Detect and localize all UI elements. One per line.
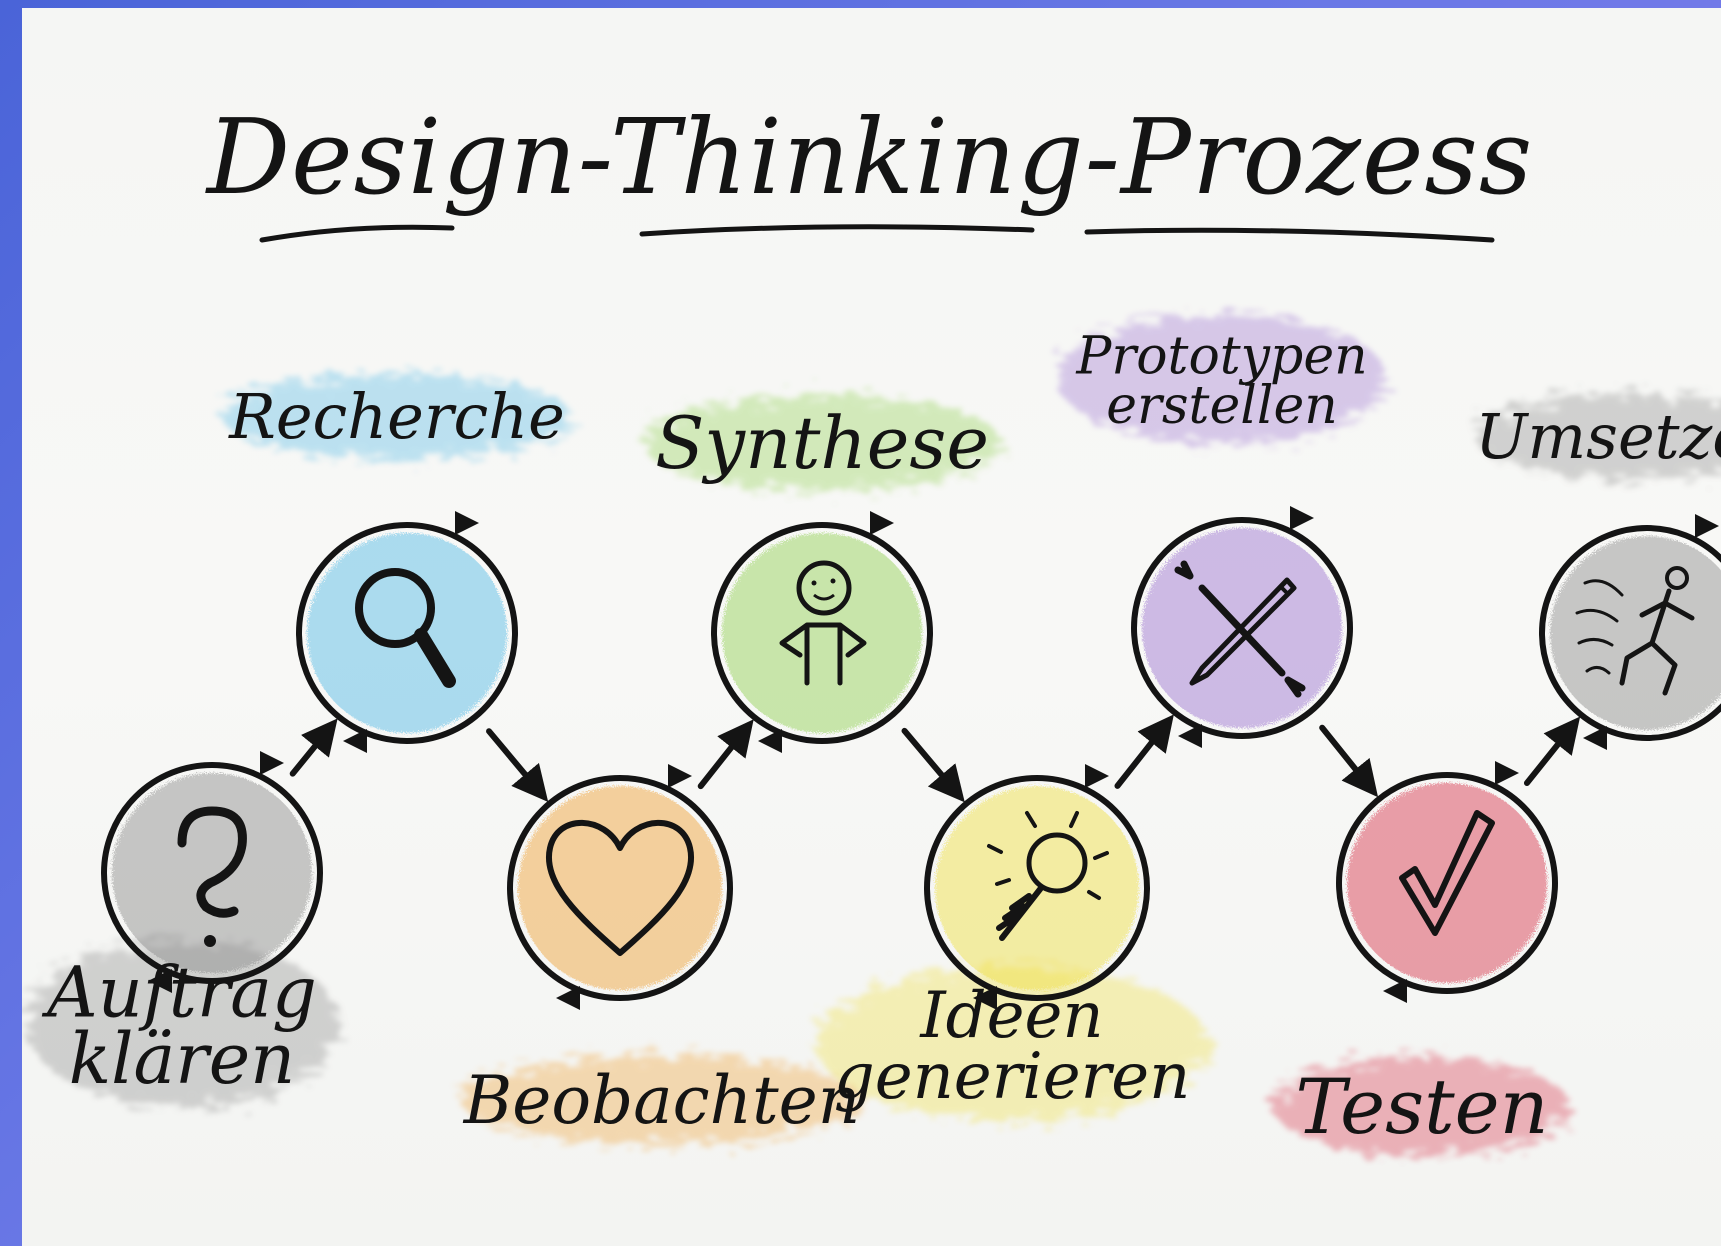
step-0-label-line: klären: [69, 1018, 296, 1100]
step-7-ring: [1539, 525, 1721, 741]
checkmark-icon: [1399, 810, 1495, 936]
step-0-label-line: Auftrag: [41, 952, 317, 1034]
step-1-label-line: Recherche: [228, 380, 565, 453]
step-3-cycle-arrow-bottom: [758, 729, 782, 753]
arrow-3-to-4: [901, 727, 965, 803]
lightbulb-icon: [987, 811, 1109, 941]
step-0-node: [101, 751, 323, 993]
step-7-cycle-arrow-top: [1695, 514, 1719, 538]
step-3-node: [711, 511, 933, 753]
step-3-cycle-arrow-top: [870, 511, 894, 535]
arrow-0-to-1: [289, 718, 338, 777]
step-1-cycle-arrow-bottom: [343, 729, 367, 753]
step-5-label-line: Prototypen: [1075, 327, 1367, 387]
step-1-cycle-arrow-top: [455, 511, 479, 535]
step-7-fill: [1550, 536, 1721, 730]
step-4-fill: [935, 786, 1139, 990]
step-5-label-highlight: [1056, 314, 1388, 444]
label-highlights: [24, 314, 1721, 1157]
step-0-cycle-arrow-top: [260, 751, 284, 775]
step-5-cycle-arrow-bottom: [1178, 724, 1202, 748]
step-6-node: [1336, 761, 1558, 1003]
step-5-label-line: erstellen: [1106, 376, 1338, 436]
step-0-ring: [101, 762, 323, 984]
step-7-label-line: Umsetzen: [1475, 400, 1721, 473]
step-6-cycle-arrow-top: [1495, 761, 1519, 785]
step-3-fill: [722, 533, 922, 733]
step-2-node: [507, 764, 733, 1010]
pencil-wrench-icon: [1174, 560, 1306, 698]
arrow-5-to-6: [1319, 724, 1379, 798]
arrow-6-to-7: [1523, 716, 1581, 787]
question-mark-icon: [177, 806, 247, 947]
step-2-label-highlight: [460, 1055, 864, 1145]
step-3-label-highlight: [642, 395, 1002, 491]
step-5-cycle-arrow-top: [1290, 506, 1314, 530]
step-4-cycle-arrow-top: [1085, 764, 1109, 788]
process-steps: [101, 506, 1721, 1010]
step-4-cycle-arrow-bottom: [973, 986, 997, 1010]
step-1-node: [296, 511, 518, 753]
step-4-ring: [924, 775, 1150, 1001]
step-1-label-highlight: [221, 373, 573, 459]
magnifier-icon: [355, 568, 456, 688]
step-2-label-line: Beobachten: [463, 1062, 860, 1139]
step-2-label: Beobachten: [463, 1062, 860, 1139]
step-2-cycle-arrow-bottom: [556, 986, 580, 1010]
step-1-ring: [296, 522, 518, 744]
step-5-node: [1131, 506, 1353, 748]
step-5-ring: [1131, 517, 1353, 739]
step-2-fill: [518, 786, 722, 990]
step-6-cycle-arrow-bottom: [1383, 979, 1407, 1003]
step-3-ring: [711, 522, 933, 744]
step-4-label-line: generieren: [834, 1040, 1191, 1114]
step-1-fill: [307, 533, 507, 733]
step-7-node: [1539, 514, 1721, 750]
arrow-1-to-2: [486, 728, 549, 803]
step-4-label-line: Ideen: [919, 979, 1103, 1053]
step-1-label: Recherche: [228, 380, 565, 453]
step-2-ring: [507, 775, 733, 1001]
step-6-label-highlight: [1273, 1056, 1571, 1157]
step-0-cycle-arrow-bottom: [148, 969, 172, 993]
heart-icon: [545, 819, 695, 956]
step-4-label-highlight: [815, 966, 1209, 1121]
process-arrows: [289, 714, 1581, 803]
title-underline: [259, 224, 1495, 243]
step-0-label-highlight: [24, 940, 340, 1107]
step-4-node: [924, 764, 1150, 1010]
step-2-cycle-arrow-top: [668, 764, 692, 788]
step-6-label-line: Testen: [1295, 1062, 1548, 1151]
person-icon: [779, 560, 867, 686]
step-7-label: Umsetzen: [1475, 400, 1721, 473]
running-person-icon: [1575, 566, 1695, 696]
step-6-label: Testen: [1295, 1062, 1548, 1151]
step-7-cycle-arrow-bottom: [1583, 726, 1607, 750]
page-title: Design-Thinking-Prozess: [205, 96, 1534, 218]
arrow-4-to-5: [1114, 714, 1174, 789]
step-6-ring: [1336, 772, 1558, 994]
step-3-label: Synthese: [655, 401, 989, 485]
step-7-label-highlight: [1473, 393, 1721, 479]
step-0-fill: [112, 773, 312, 973]
arrow-2-to-3: [697, 719, 754, 790]
step-3-label-line: Synthese: [655, 401, 989, 485]
